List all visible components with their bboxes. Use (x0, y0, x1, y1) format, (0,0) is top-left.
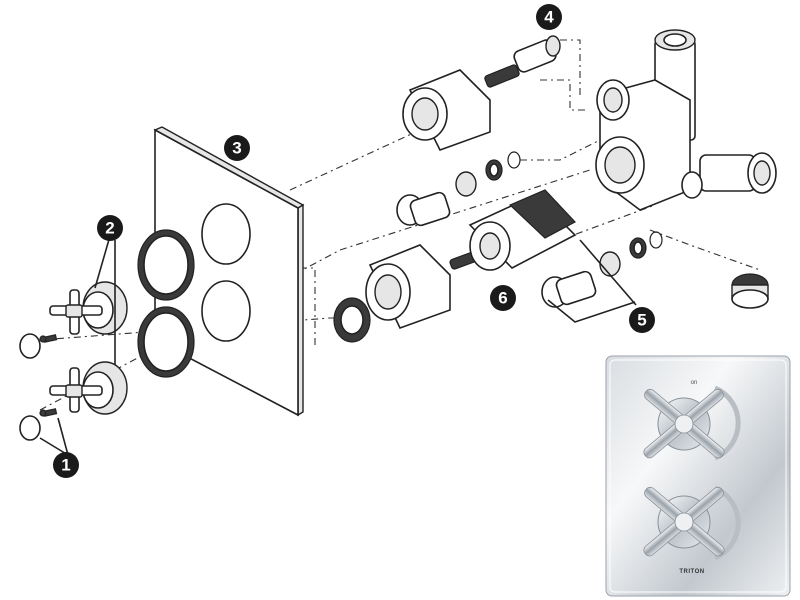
callout-1: 1 (53, 452, 79, 478)
callout-3: 3 (224, 135, 250, 161)
callout-2-label: 2 (105, 219, 114, 238)
screw-and-cap-upper (19, 333, 58, 359)
rose-ring-upper (137, 229, 195, 301)
product-photo: on TRITON (605, 355, 791, 597)
shroud-nut (333, 297, 371, 343)
screw-and-cap-lower (19, 408, 58, 441)
thermostatic-cartridge (449, 189, 577, 271)
callout-6-label: 6 (498, 289, 507, 308)
check-valve-upper (396, 151, 521, 227)
callout-3-label: 3 (232, 139, 241, 158)
callout-4-label: 4 (544, 8, 554, 27)
callout-2: 2 (97, 215, 123, 241)
callout-6: 6 (490, 285, 516, 311)
crosshead-handle-upper (49, 281, 128, 335)
callout-5: 5 (629, 307, 655, 333)
flow-cartridge (484, 35, 561, 88)
photo-handle-lower (643, 485, 741, 561)
blanking-plug (731, 273, 769, 309)
callout-4: 4 (536, 4, 562, 30)
valve-body (595, 29, 777, 211)
photo-brand-label: TRITON (679, 569, 704, 575)
photo-on-mark: on (691, 380, 698, 386)
leader-lines (39, 235, 637, 456)
shroud-lower (365, 244, 451, 329)
shroud-upper (402, 69, 491, 151)
crosshead-handle-lower (49, 361, 128, 415)
rose-ring-lower (137, 306, 195, 378)
photo-handle-upper: on (643, 380, 741, 461)
callout-5-label: 5 (637, 311, 646, 330)
callout-1-label: 1 (61, 456, 70, 475)
